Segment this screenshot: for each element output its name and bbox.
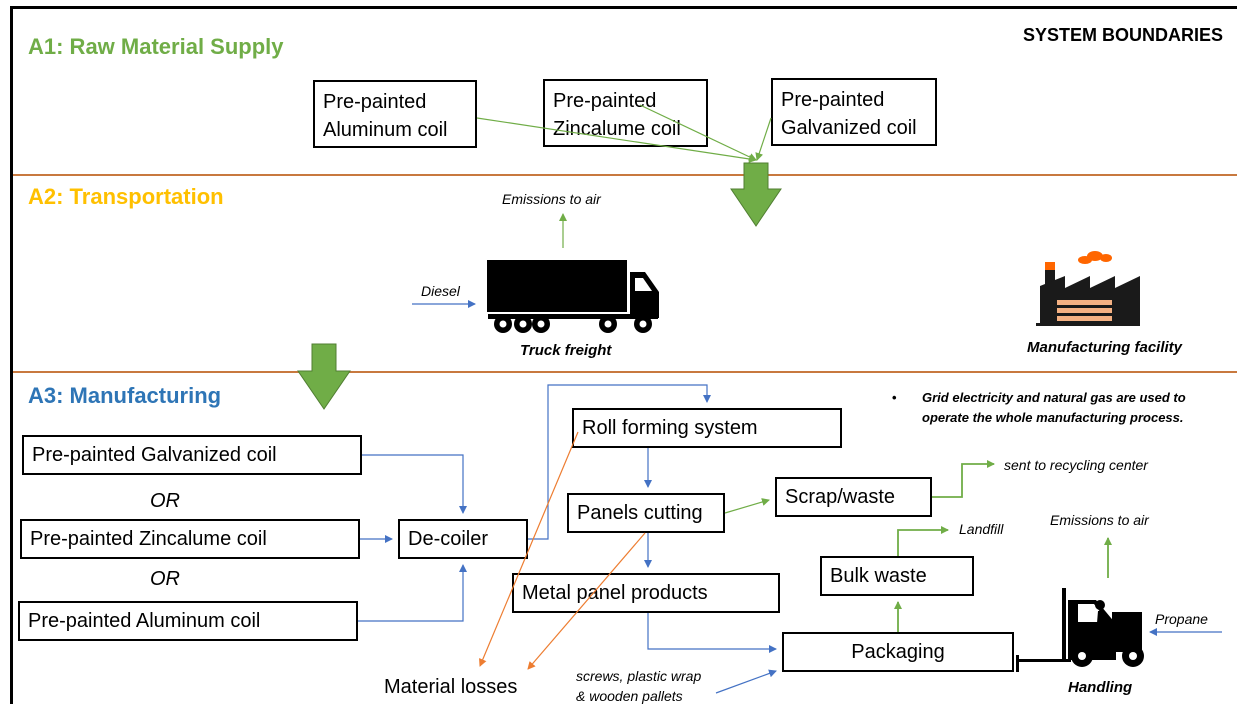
diesel-label: Diesel	[421, 283, 460, 299]
packaging-label: Packaging	[851, 641, 945, 663]
input-aluminum-label: Pre-painted Aluminum coil	[28, 610, 261, 632]
a2-to-a3-block-arrow	[297, 343, 351, 410]
handling-label: Handling	[1068, 679, 1133, 696]
a3-title: A3: Manufacturing	[28, 383, 222, 408]
scrap-waste-box: Scrap/waste	[775, 477, 932, 517]
a2-title: A2: Transportation	[28, 184, 224, 209]
diagram-frame	[10, 6, 1237, 704]
metal-panel-products-box: Metal panel products	[512, 573, 780, 613]
a1-title: A1: Raw Material Supply	[28, 34, 284, 59]
material-loss-arrows	[479, 431, 646, 670]
coil-label-line2: Aluminum coil	[323, 119, 448, 141]
factory-icon	[1036, 251, 1140, 326]
coil-label-line1: Pre-painted	[553, 90, 657, 112]
decoiler-box: De-coiler	[398, 519, 528, 559]
handling-emissions-label: Emissions to air	[1050, 512, 1149, 528]
or-label-1: OR	[150, 490, 180, 512]
or-label-2: OR	[150, 568, 180, 590]
recycling-label: sent to recycling center	[1004, 457, 1148, 473]
note-bullet: •	[892, 390, 897, 405]
truck-emissions-label: Emissions to air	[502, 191, 601, 207]
bulk-waste-box: Bulk waste	[820, 556, 974, 596]
a1-flow-arrows	[476, 104, 772, 163]
a3-blue-connectors	[358, 384, 1222, 694]
truck-freight-label: Truck freight	[520, 342, 612, 359]
packaging-box: Packaging	[782, 632, 1014, 672]
a1-galvanized-coil-box: Pre-painted Galvanized coil	[771, 78, 937, 146]
input-galvanized-label: Pre-painted Galvanized coil	[32, 444, 277, 466]
note-line-2: operate the whole manufacturing process.	[922, 410, 1184, 425]
metal-panel-products-label: Metal panel products	[522, 582, 708, 604]
a1-aluminum-coil-box: Pre-painted Aluminum coil	[313, 80, 477, 148]
a3-green-connectors	[724, 460, 1112, 632]
input-zincalume-label: Pre-painted Zincalume coil	[30, 528, 267, 550]
manufacturing-facility-label: Manufacturing facility	[1027, 339, 1183, 356]
panels-cutting-label: Panels cutting	[577, 502, 703, 524]
decoiler-label: De-coiler	[408, 528, 489, 550]
a1-to-a2-block-arrow	[730, 162, 782, 227]
roll-forming-box: Roll forming system	[572, 408, 842, 448]
forklift-icon	[1016, 588, 1144, 672]
coil-label-line1: Pre-painted	[781, 89, 885, 111]
roll-forming-label: Roll forming system	[582, 417, 758, 439]
system-boundaries-title: SYSTEM BOUNDARIES	[1022, 25, 1223, 45]
bulk-waste-label: Bulk waste	[830, 565, 927, 587]
divider-a1-a2	[13, 174, 1237, 176]
coil-label-line2: Galvanized coil	[781, 117, 917, 139]
scrap-waste-label: Scrap/waste	[785, 486, 896, 508]
coil-label-line1: Pre-painted	[323, 91, 427, 113]
note-line-1: Grid electricity and natural gas are use…	[922, 390, 1186, 405]
packaging-inputs-line1: screws, plastic wrap	[576, 668, 702, 684]
input-galvanized-coil-box: Pre-painted Galvanized coil	[22, 435, 362, 475]
a1-zincalume-coil-box: Pre-painted Zincalume coil	[543, 79, 708, 147]
landfill-label: Landfill	[959, 521, 1004, 537]
panels-cutting-box: Panels cutting	[567, 493, 725, 533]
input-aluminum-coil-box: Pre-painted Aluminum coil	[18, 601, 358, 641]
material-losses-label: Material losses	[384, 676, 518, 698]
input-zincalume-coil-box: Pre-painted Zincalume coil	[20, 519, 360, 559]
divider-a2-a3	[13, 371, 1237, 373]
packaging-inputs-line2: & wooden pallets	[576, 688, 683, 704]
truck-icon	[487, 260, 659, 333]
propane-label: Propane	[1155, 611, 1208, 627]
